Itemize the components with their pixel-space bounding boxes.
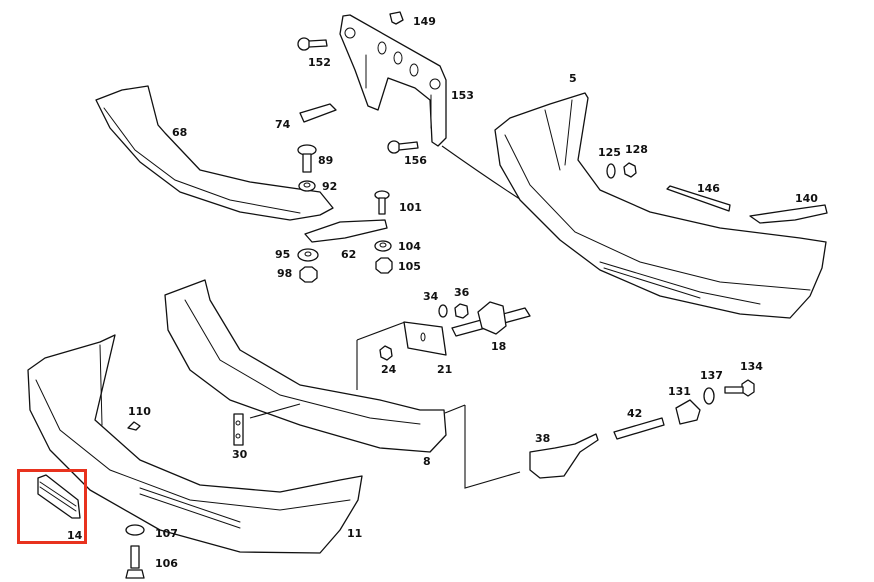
label-153[interactable]: 153 xyxy=(451,89,474,102)
label-24[interactable]: 24 xyxy=(381,363,397,376)
label-140[interactable]: 140 xyxy=(795,192,818,205)
part-131-holder[interactable] xyxy=(675,399,701,425)
part-95-washer[interactable] xyxy=(297,248,319,262)
label-62[interactable]: 62 xyxy=(341,248,357,261)
part-104-washer[interactable] xyxy=(374,240,392,252)
part-98-nut[interactable] xyxy=(299,266,318,283)
part-42-tube[interactable] xyxy=(613,417,665,440)
part-92-washer[interactable] xyxy=(298,180,316,192)
label-42[interactable]: 42 xyxy=(627,407,643,420)
part-62-bracket[interactable] xyxy=(304,219,388,243)
part-36-nut[interactable] xyxy=(454,303,469,319)
part-156-screw[interactable] xyxy=(387,140,419,154)
part-101-screw[interactable] xyxy=(374,190,390,215)
part-105-nut[interactable] xyxy=(375,257,393,274)
label-152[interactable]: 152 xyxy=(308,56,331,69)
part-11-bumper-cover[interactable] xyxy=(27,334,363,554)
part-107-washer[interactable] xyxy=(125,524,145,536)
label-125[interactable]: 125 xyxy=(598,146,621,159)
part-106-bolt[interactable] xyxy=(125,545,145,579)
label-36[interactable]: 36 xyxy=(454,286,470,299)
part-68-spoiler[interactable] xyxy=(95,85,334,221)
label-11[interactable]: 11 xyxy=(347,527,363,540)
label-105[interactable]: 105 xyxy=(398,260,421,273)
part-134-bolt[interactable] xyxy=(724,379,755,397)
part-21-plate[interactable] xyxy=(403,321,447,356)
label-68[interactable]: 68 xyxy=(172,126,188,139)
label-134[interactable]: 134 xyxy=(740,360,763,373)
part-110-clip[interactable] xyxy=(127,421,141,431)
label-110[interactable]: 110 xyxy=(128,405,151,418)
label-30[interactable]: 30 xyxy=(232,448,248,461)
part-8-reinforcement[interactable] xyxy=(164,279,447,453)
part-74-clip[interactable] xyxy=(299,103,337,123)
part-140-trim[interactable] xyxy=(749,204,828,224)
part-152-screw[interactable] xyxy=(297,37,328,51)
label-38[interactable]: 38 xyxy=(535,432,551,445)
part-24-nut[interactable] xyxy=(379,345,393,361)
label-128[interactable]: 128 xyxy=(625,143,648,156)
highlight-box-part-14 xyxy=(17,469,87,544)
part-153-bracket[interactable] xyxy=(339,14,447,147)
part-14-grille[interactable] xyxy=(37,474,81,519)
label-34[interactable]: 34 xyxy=(423,290,439,303)
part-128-nut[interactable] xyxy=(623,162,637,178)
label-131[interactable]: 131 xyxy=(668,385,691,398)
label-107[interactable]: 107 xyxy=(155,527,178,540)
part-5-bumper-assembly[interactable] xyxy=(494,92,827,319)
part-18-absorber[interactable] xyxy=(451,301,531,337)
part-38-bracket[interactable] xyxy=(529,433,599,479)
label-21[interactable]: 21 xyxy=(437,363,453,376)
part-89-bolt[interactable] xyxy=(297,144,317,173)
label-106[interactable]: 106 xyxy=(155,557,178,570)
label-18[interactable]: 18 xyxy=(491,340,507,353)
part-125-washer[interactable] xyxy=(606,163,616,179)
label-14[interactable]: 14 xyxy=(67,529,83,542)
label-146[interactable]: 146 xyxy=(697,182,720,195)
part-146-strip[interactable] xyxy=(666,185,731,212)
label-137[interactable]: 137 xyxy=(700,369,723,382)
part-149-clip[interactable] xyxy=(389,11,404,25)
label-104[interactable]: 104 xyxy=(398,240,421,253)
part-34-washer[interactable] xyxy=(438,304,448,318)
label-92[interactable]: 92 xyxy=(322,180,338,193)
part-137-washer[interactable] xyxy=(703,387,715,405)
label-101[interactable]: 101 xyxy=(399,201,422,214)
label-74[interactable]: 74 xyxy=(275,118,291,131)
label-95[interactable]: 95 xyxy=(275,248,291,261)
label-5[interactable]: 5 xyxy=(569,72,577,85)
label-89[interactable]: 89 xyxy=(318,154,334,167)
label-8[interactable]: 8 xyxy=(423,455,431,468)
label-149[interactable]: 149 xyxy=(413,15,436,28)
part-30-plate[interactable] xyxy=(233,413,244,446)
label-156[interactable]: 156 xyxy=(404,154,427,167)
label-98[interactable]: 98 xyxy=(277,267,293,280)
